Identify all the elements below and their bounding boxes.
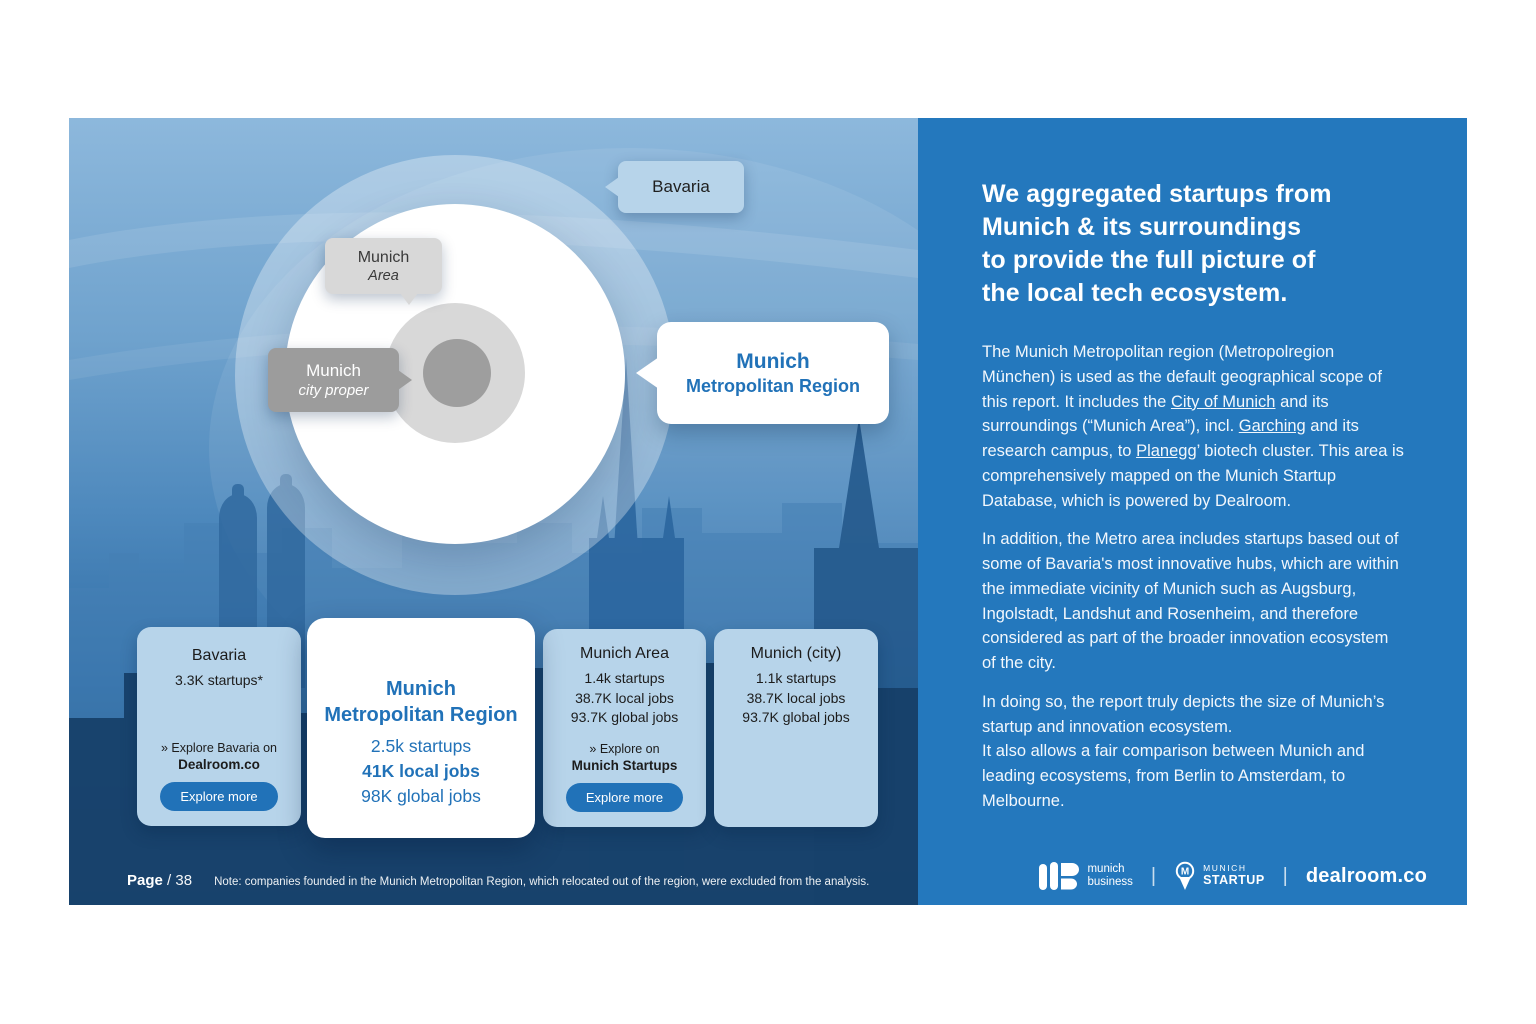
card-munich-area-explore-link[interactable]: » Explore on [589,742,660,757]
page-title-line4: the local tech ecosystem. [982,279,1288,307]
page-title-line1: We aggregated startups from [982,180,1332,208]
page-indicator-label: Page [127,872,163,889]
card-munich-area-startups: 1.4k startups [584,670,665,686]
dealroom-logo: dealroom.co [1305,864,1427,887]
card-bavaria-title: Bavaria [191,647,247,664]
metro-region-callout: Munich Metropolitan Region [657,322,889,424]
card-bavaria: Bavaria 3.3K startups* » Explore Bavaria… [137,627,301,826]
city-proper-label-line1: Munich [306,361,361,380]
paragraph-scope-text-d: ’ biotech cluster. This area is comprehe… [982,442,1404,510]
page-title: We aggregated startups from Munich & its… [982,178,1405,310]
city-of-munich-link[interactable]: City of Munich [1170,392,1276,411]
card-munich-city-local-jobs: 38.7K local jobs [746,689,846,706]
card-metro-title-line1: Munich [386,678,456,700]
logo-separator: | [1282,864,1288,887]
munich-area-explore-more-button[interactable]: Explore more [565,783,684,812]
report-slide: Bavaria Munich Area Munich city proper M… [69,118,1467,905]
munich-startup-logo: M MUNICH STARTUP [1174,861,1265,891]
munich-business-logo: munich business [1039,862,1133,890]
footer-logos: munich business | M MUNICH STARTUP | dea… [1039,861,1427,891]
card-munich-area: Munich Area 1.4k startups 38.7K local jo… [543,629,706,827]
metro-callout-line1: Munich [736,349,810,373]
page-indicator-number: / 38 [167,872,193,889]
munich-area-label-line2: Area [368,267,399,284]
svg-text:M: M [1181,867,1189,878]
paragraph-scope-text-b: and its surroundings (“Munich Area”), in… [982,392,1329,436]
card-munich-area-local-jobs: 38.7K local jobs [575,689,674,706]
munich-startup-logo-line1: MUNICH [1203,863,1247,874]
card-bavaria-startups: 3.3K startups* [175,672,263,688]
page-title-line2: Munich & its surroundings [982,213,1302,241]
card-metro-title-line2: Metropolitan Region [324,704,518,726]
card-metro-startups: 2.5k startups [370,736,472,756]
paragraph-metro-hubs: In addition, the Metro area includes sta… [982,530,1399,672]
card-bavaria-explore-target-link[interactable]: Dealroom.co [178,757,260,772]
paragraph-scope-text-c: and its research campus, to [982,417,1359,460]
card-munich-city: Munich (city) 1.1k startups 38.7K local … [714,629,878,827]
paragraph-comparison: In doing so, the report truly depicts th… [982,690,1405,814]
card-munich-city-global-jobs: 93.7K global jobs [742,709,850,726]
card-munich-area-title: Munich Area [580,645,669,662]
munich-area-label-line1: Munich [357,248,410,266]
munich-startup-pin-icon: M [1175,861,1195,890]
metro-callout-line2: Metropolitan Region [686,375,860,396]
munich-startup-logo-line2: STARTUP [1203,872,1265,887]
card-metro-global-jobs: 98K global jobs [361,786,481,807]
munich-startup-logo-text: MUNICH STARTUP [1203,864,1265,887]
city-proper-label: Munich city proper [268,348,399,412]
munich-business-logo-text: munich business [1087,863,1132,889]
paragraph-comparison-line2: It also allows a fair comparison between… [982,742,1365,810]
city-proper-label-line2: city proper [298,382,369,399]
page-indicator: Page / 38 [127,872,192,889]
card-metro-region: Munich Metropolitan Region 2.5k startups… [307,618,535,838]
bavaria-explore-more-button[interactable]: Explore more [160,782,278,811]
munich-business-logo-icon [1039,862,1080,890]
garching-link[interactable]: Garching [1238,417,1306,436]
logo-separator: | [1150,864,1157,887]
paragraph-scope-text-a: The Munich Metropolitan region (Metropol… [982,343,1382,411]
munich-business-logo-line1: munich [1087,862,1125,875]
munich-cityscape-photo: Bavaria Munich Area Munich city proper M… [69,118,918,905]
card-munich-city-title: Munich (city) [750,645,842,662]
right-text-panel: We aggregated startups from Munich & its… [918,118,1467,905]
card-munich-area-global-jobs: 93.7K global jobs [570,709,679,726]
paragraph-comparison-line1: In doing so, the report truly depicts th… [982,692,1385,736]
card-munich-area-explore-target-link[interactable]: Munich Startups [571,758,678,773]
footnote: Note: companies founded in the Munich Me… [214,876,870,888]
munich-city-circle [423,339,491,407]
paragraph-scope: The Munich Metropolitan region (Metropol… [982,340,1405,513]
card-bavaria-explore-link[interactable]: » Explore Bavaria on [160,741,278,756]
bavaria-label-text: Bavaria [652,177,710,196]
card-munich-city-startups: 1.1k startups [755,670,837,686]
footer-left: Page / 38 Note: companies founded in the… [127,872,869,889]
munich-area-label: Munich Area [325,238,442,305]
munich-business-logo-line2: business [1087,876,1133,888]
planegg-link[interactable]: Planegg [1136,442,1197,460]
card-metro-local-jobs: 41K local jobs [362,761,480,782]
bavaria-label: Bavaria [618,161,744,213]
page-title-line3: to provide the full picture of [982,246,1316,274]
